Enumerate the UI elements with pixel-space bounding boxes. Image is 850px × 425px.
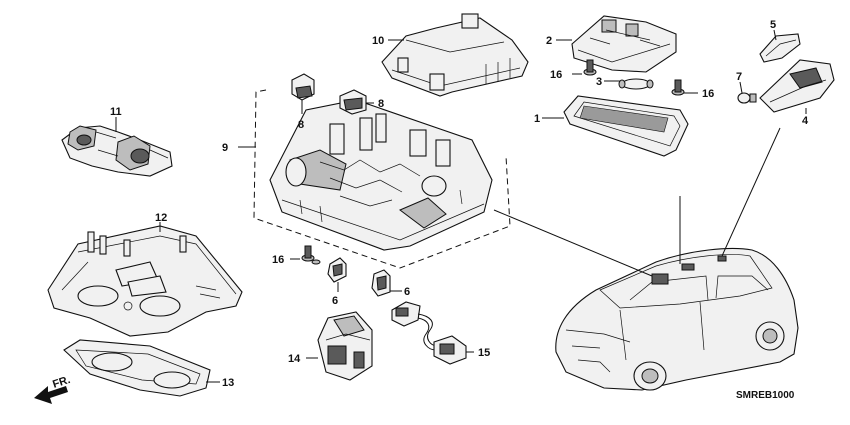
part-8-clip-right [339, 89, 374, 115]
part-4-door-switch [759, 59, 835, 114]
callout-8-left: 8 [298, 119, 304, 131]
callout-6-right: 6 [404, 286, 410, 298]
car-roof-lamp-marker [681, 263, 695, 271]
callout-6-left: 6 [332, 295, 338, 307]
callout-10: 12 [155, 212, 167, 224]
part-2-lamp-unit [556, 15, 677, 73]
car-rear-lamp-marker [717, 255, 727, 262]
group-11-dashed-outline [238, 89, 511, 269]
part-16-screw-right [671, 79, 698, 96]
front-direction-arrow [34, 386, 68, 404]
callout-2: 2 [546, 35, 552, 47]
callout-16-right: 16 [702, 88, 714, 100]
part-6-clip-right [371, 269, 402, 297]
part-10-console-housing [47, 222, 243, 337]
part-7-small-bulb [737, 81, 757, 104]
callout-9: 13 [222, 377, 234, 389]
callout-16-upper: 16 [550, 69, 562, 81]
part-16-screw-upper [572, 59, 597, 76]
part-11-console-base [269, 99, 493, 251]
callout-1: 1 [534, 113, 540, 125]
part-6-clip-left [327, 257, 347, 292]
callout-15: 15 [478, 347, 490, 359]
part-12-bracket [381, 13, 529, 97]
diagram-code: SMREB1000 [736, 390, 795, 401]
part-15-harness [391, 301, 474, 365]
part-9-lens-cover [63, 339, 220, 397]
callout-14: 14 [288, 353, 301, 365]
callout-11: 9 [222, 142, 228, 154]
part-5-switch-cap [759, 29, 801, 63]
callout-16-lower: 16 [272, 254, 284, 266]
arrow-icon [34, 386, 68, 404]
callout-3: 3 [596, 76, 602, 88]
car-roof-console-marker [651, 273, 669, 285]
callout-7: 7 [736, 71, 742, 83]
callout-5: 5 [770, 19, 776, 31]
callout-4: 4 [802, 115, 809, 127]
part-3-bulb [604, 78, 654, 90]
part-14-switch [306, 311, 373, 381]
part-1-lens [542, 95, 689, 157]
car-illustration [493, 127, 799, 391]
part-8-clip-left [291, 73, 315, 114]
front-direction-label: FR. [51, 374, 72, 391]
callout-8-right: 8 [378, 98, 384, 110]
callout-13: 11 [110, 106, 122, 118]
part-16-screw-lower [290, 245, 321, 265]
callout-12: 10 [372, 35, 384, 47]
part-13-map-lamp-unit [61, 117, 173, 177]
